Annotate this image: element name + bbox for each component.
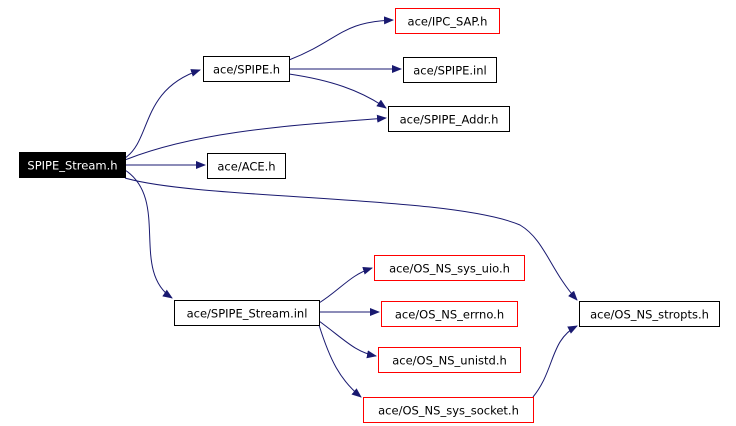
node-box (388, 106, 510, 132)
node-box (207, 153, 286, 179)
edge-spipe-stream-h-to-spipe-stream-inl (124, 169, 173, 299)
node-box (579, 301, 720, 327)
nodes-layer: SPIPE_Stream.h ace/SPIPE.h ace/IPC_SAP.hac… (19, 8, 720, 423)
edge-spipe-stream-h-to-spipe-addr-h (124, 114, 387, 161)
node-box (363, 397, 534, 423)
node-spipe-inl[interactable]: ace/SPIPE.inl (403, 57, 497, 83)
node-label: ace/OS_NS_stropts.h (590, 308, 709, 322)
edge-spipe-stream-h-to-os-ns-stropts-h (124, 177, 578, 301)
node-spipe-addr-h[interactable]: ace/SPIPE_Addr.h (388, 106, 510, 132)
node-label: ace/OS_NS_sys_socket.h (378, 404, 519, 418)
node-label: ace/SPIPE_Addr.h (400, 113, 499, 127)
edge-os-ns-sys-socket-h-to-os-ns-stropts-h (532, 325, 578, 398)
node-box (19, 152, 126, 178)
edge-spipe-stream-h-to-spipe-h (124, 69, 201, 159)
node-label: ace/IPC_SAP.h (408, 15, 488, 29)
node-box (378, 347, 521, 373)
node-spipe-stream-h: SPIPE_Stream.h (19, 152, 126, 178)
node-label: ace/SPIPE_Stream.inl (187, 307, 308, 321)
edge-spipe-h-to-spipe-addr-h (288, 73, 387, 109)
node-box (403, 57, 497, 83)
node-box (395, 8, 500, 34)
edge-spipe-stream-inl-to-os-ns-sys-uio-h (318, 266, 373, 304)
edge-spipe-stream-inl-to-os-ns-sys-socket-h (318, 324, 362, 398)
node-label: ace/SPIPE.h (213, 63, 280, 77)
node-label: ace/SPIPE.inl (413, 64, 486, 78)
node-os-ns-sys-socket-h[interactable]: ace/OS_NS_sys_socket.h (363, 397, 534, 423)
edges-layer (124, 16, 578, 398)
node-box (381, 301, 518, 327)
node-box (374, 255, 525, 281)
edge-spipe-stream-inl-to-os-ns-unistd-h (318, 320, 377, 359)
node-spipe-stream-inl[interactable]: ace/SPIPE_Stream.inl (174, 300, 320, 326)
node-label: SPIPE_Stream.h (27, 159, 117, 173)
node-label: ace/OS_NS_unistd.h (392, 354, 507, 368)
node-spipe-h[interactable]: ace/SPIPE.h (203, 56, 290, 82)
node-label: ace/OS_NS_errno.h (395, 308, 504, 322)
node-ace-h[interactable]: ace/ACE.h (207, 153, 286, 179)
node-os-ns-unistd-h[interactable]: ace/OS_NS_unistd.h (378, 347, 521, 373)
node-label: ace/ACE.h (217, 160, 275, 174)
edge-spipe-h-to-ipc-sap-h (288, 16, 394, 61)
node-box (174, 300, 320, 326)
node-os-ns-errno-h[interactable]: ace/OS_NS_errno.h (381, 301, 518, 327)
node-label: ace/OS_NS_sys_uio.h (389, 262, 510, 276)
node-os-ns-stropts-h[interactable]: ace/OS_NS_stropts.h (579, 301, 720, 327)
node-os-ns-sys-uio-h[interactable]: ace/OS_NS_sys_uio.h (374, 255, 525, 281)
node-box (203, 56, 290, 82)
node-ipc-sap-h[interactable]: ace/IPC_SAP.h (395, 8, 500, 34)
